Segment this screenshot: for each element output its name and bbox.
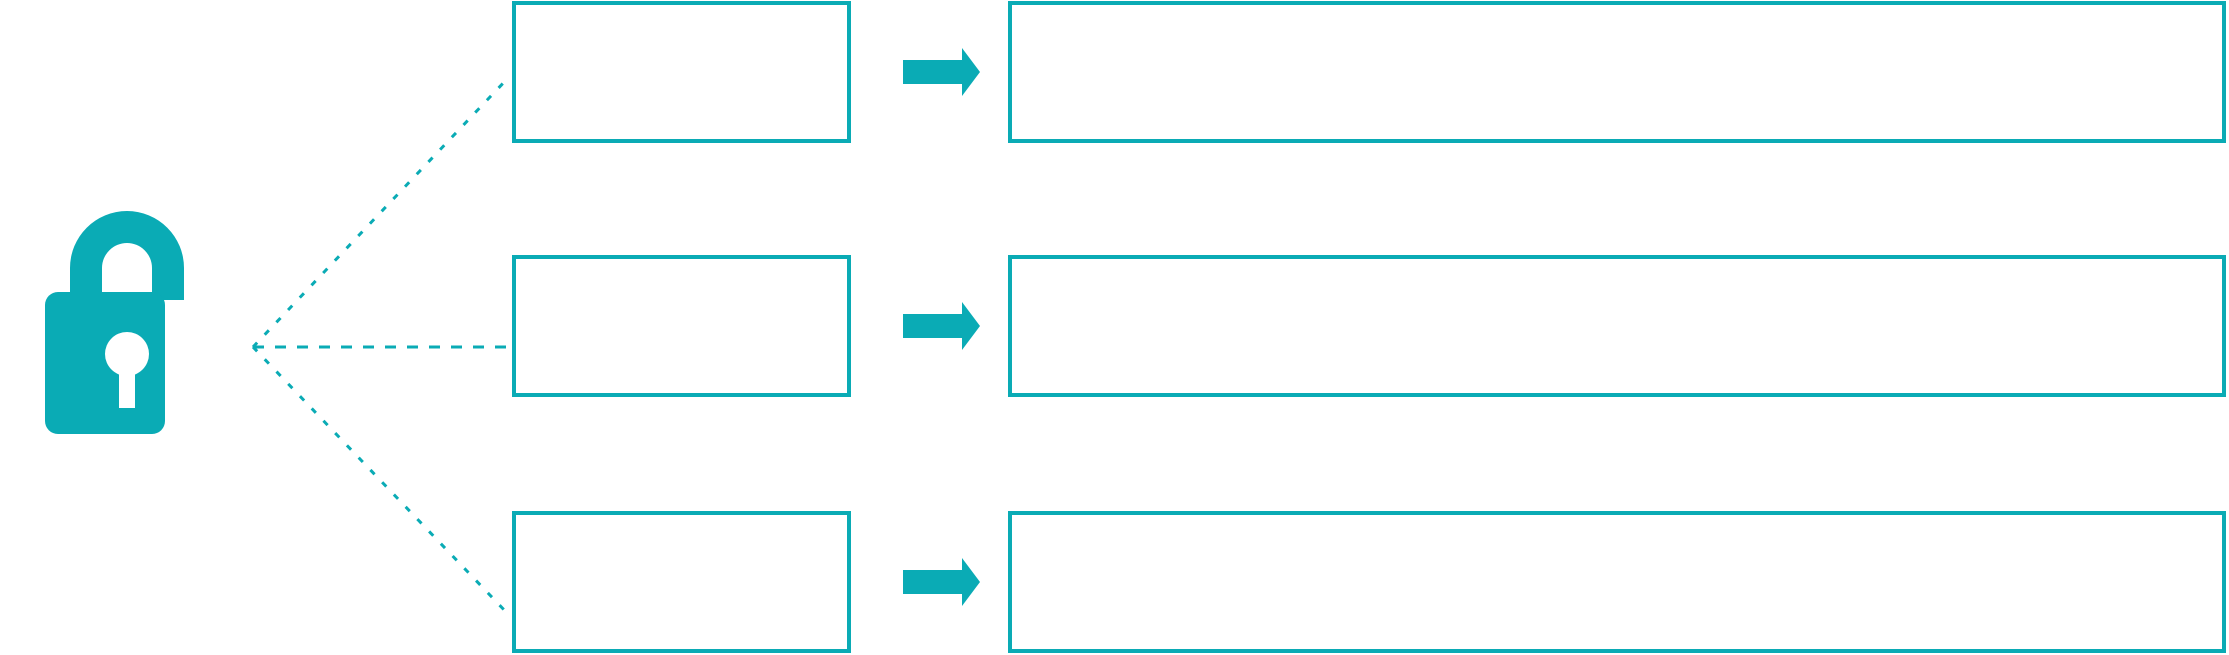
- right-node-row-3[interactable]: [1008, 511, 2226, 653]
- padlock-icon: [45, 211, 184, 434]
- connector-line-row-3: [251, 345, 510, 616]
- left-node-row-2[interactable]: [512, 255, 851, 397]
- left-node-row-1[interactable]: [512, 1, 851, 143]
- right-node-row-1[interactable]: [1008, 1, 2226, 143]
- connector-line-row-1: [251, 76, 510, 349]
- right-arrow-icon: [903, 48, 980, 96]
- right-arrow-icon: [903, 302, 980, 350]
- arrow-group: [903, 48, 980, 606]
- right-node-row-2[interactable]: [1008, 255, 2226, 397]
- connector-lines: [251, 76, 510, 616]
- right-arrow-icon: [903, 558, 980, 606]
- left-node-row-3[interactable]: [512, 511, 851, 653]
